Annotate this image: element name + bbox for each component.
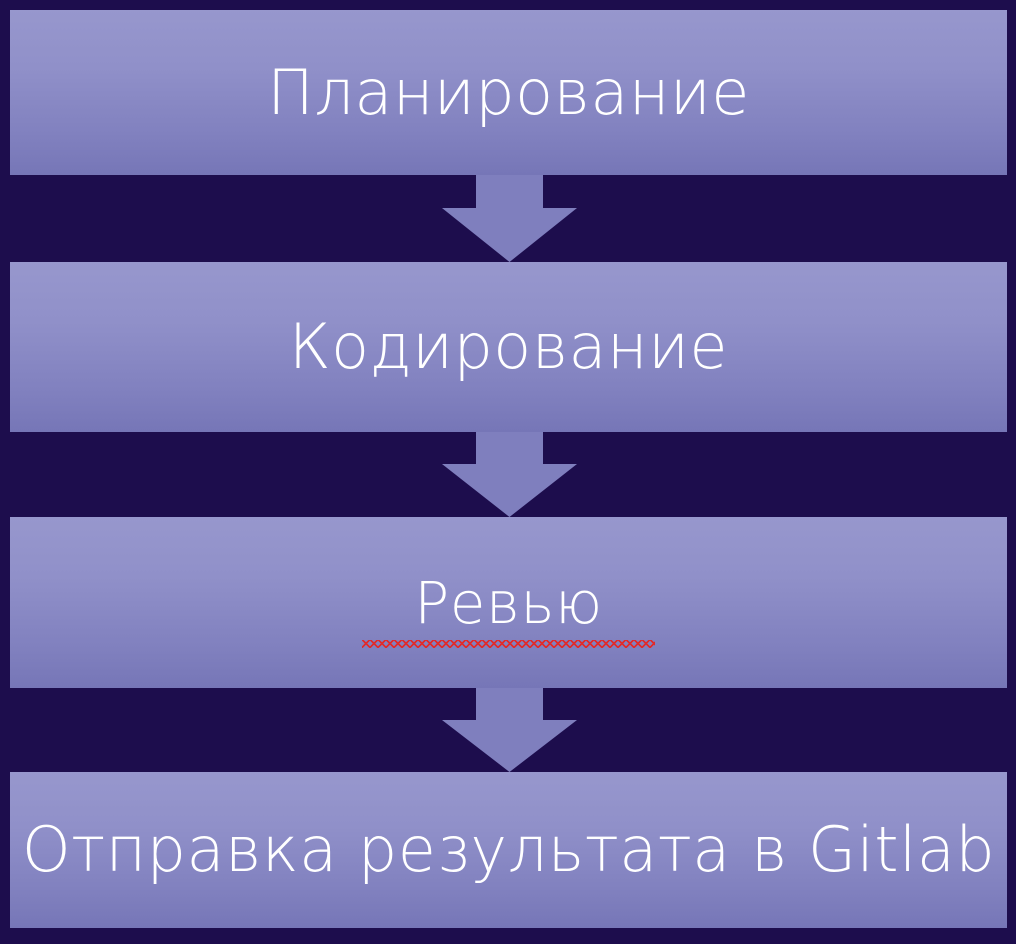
flow-step-push-to-gitlab[interactable]: Отправка результата в Gitlab bbox=[10, 772, 1007, 928]
flow-step-planning-label: Планирование bbox=[267, 55, 750, 129]
flow-step-review[interactable]: Ревью bbox=[10, 517, 1007, 688]
flow-step-planning[interactable]: Планирование bbox=[10, 10, 1007, 175]
flow-step-coding-label: Кодирование bbox=[288, 310, 729, 383]
flow-step-coding[interactable]: Кодирование bbox=[10, 262, 1007, 432]
arrow-down-icon bbox=[442, 175, 577, 262]
flow-step-review-label: Ревью bbox=[362, 568, 656, 648]
arrow-down-icon bbox=[442, 432, 577, 517]
arrow-down-icon bbox=[442, 688, 577, 772]
flow-step-push-to-gitlab-label: Отправка результата в Gitlab bbox=[21, 813, 996, 886]
